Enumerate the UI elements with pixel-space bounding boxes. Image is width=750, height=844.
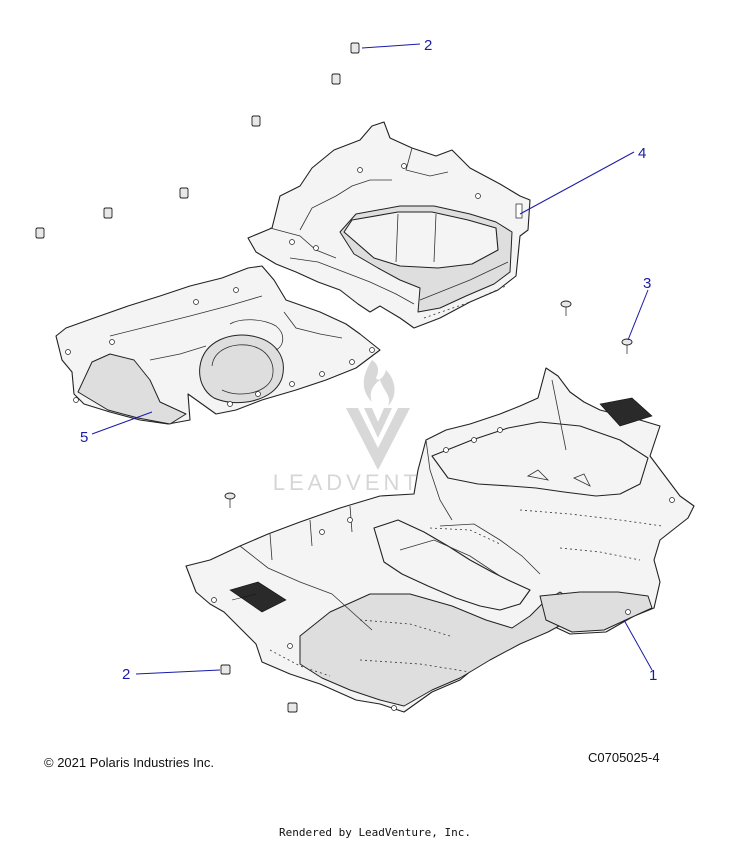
- callout-1: 1: [649, 667, 657, 684]
- callout-2-bottom: 2: [122, 666, 130, 683]
- leader-line-4: [519, 151, 635, 215]
- bolt: [224, 492, 236, 508]
- rendered-by-text: Rendered by LeadVenture, Inc.: [278, 826, 472, 839]
- clip: [350, 42, 360, 54]
- part-4-rear-tub: [247, 121, 531, 329]
- callout-2-top: 2: [424, 37, 432, 54]
- callout-3: 3: [643, 275, 651, 292]
- clip: [251, 115, 261, 127]
- part-3-bolts: [224, 300, 633, 508]
- leader-line-5: [91, 411, 153, 435]
- bolt: [621, 338, 633, 354]
- copyright-text: © 2021 Polaris Industries Inc.: [44, 755, 214, 770]
- leader-line-3: [627, 289, 649, 341]
- callout-4: 4: [638, 145, 646, 162]
- part-5-front-panel: [55, 265, 381, 425]
- callout-5: 5: [80, 429, 88, 446]
- diagram-code: C0705025-4: [588, 750, 660, 765]
- leader-line-2-top: [361, 43, 421, 49]
- clip: [103, 207, 113, 219]
- clip: [331, 73, 341, 85]
- clip: [287, 702, 298, 713]
- clip: [35, 227, 45, 239]
- bolt: [560, 300, 572, 316]
- part-2-clips: [35, 42, 360, 713]
- clip: [220, 664, 231, 675]
- leader-line-2-bottom: [135, 669, 221, 675]
- clip: [179, 187, 189, 199]
- part-1-floor-pan: [185, 367, 695, 713]
- leader-line-1: [623, 619, 653, 671]
